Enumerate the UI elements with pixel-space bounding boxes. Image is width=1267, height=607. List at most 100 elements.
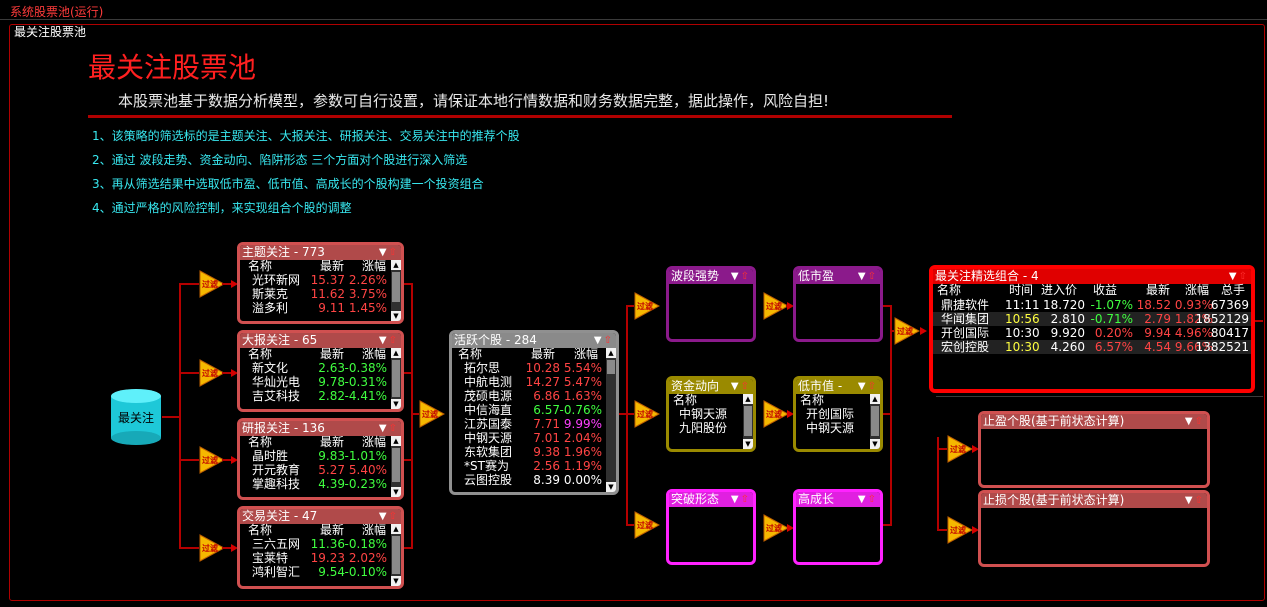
- pin-up-icon[interactable]: ⇧: [740, 381, 751, 392]
- dropdown-icon[interactable]: ▼: [730, 381, 741, 392]
- dropdown-icon[interactable]: ▼: [857, 494, 868, 505]
- filter-icon[interactable]: 过滤: [763, 292, 790, 320]
- filter-icon[interactable]: 过滤: [634, 292, 661, 320]
- filter-icon[interactable]: 过滤: [199, 270, 226, 298]
- dropdown-icon[interactable]: ▼: [1184, 416, 1195, 427]
- filter-icon[interactable]: 过滤: [763, 514, 790, 542]
- scrollbar[interactable]: ▲▼: [391, 436, 401, 497]
- panel-takeprofit[interactable]: 止盈个股(基于前状态计算)▼⇧: [978, 411, 1210, 488]
- list-item[interactable]: 中钢天源: [679, 407, 728, 421]
- pin-up-icon[interactable]: ⇧: [740, 494, 751, 505]
- panel-lowcap[interactable]: 低市值 -▼⇧ 名称 开创国际 中钢天源 ▲▼: [793, 376, 883, 452]
- pin-up-icon[interactable]: ⇧: [1238, 271, 1249, 282]
- panel-fund[interactable]: 资金动向▼⇧ 名称 中钢天源 九阳股份 ▲▼: [666, 376, 756, 452]
- pin-up-icon[interactable]: ⇧: [1194, 495, 1205, 506]
- dropdown-icon[interactable]: ▼: [857, 271, 868, 282]
- scrollbar[interactable]: ▲▼: [606, 348, 616, 492]
- panel-wave[interactable]: 波段强势▼⇧: [666, 266, 756, 342]
- scrollbar[interactable]: ▲▼: [391, 524, 401, 586]
- list-item[interactable]: 九阳股份: [679, 421, 728, 435]
- filter-icon[interactable]: 过滤: [199, 359, 226, 387]
- pin-up-icon[interactable]: ⇧: [740, 271, 751, 282]
- dropdown-icon[interactable]: ▼: [378, 423, 389, 434]
- source-database-icon[interactable]: 最关注: [110, 388, 162, 446]
- scrollbar[interactable]: ▲▼: [391, 260, 401, 321]
- pin-up-icon[interactable]: ⇧: [867, 381, 878, 392]
- scrollbar[interactable]: ▲▼: [391, 348, 401, 409]
- pin-up-icon[interactable]: ⇧: [1194, 416, 1205, 427]
- filter-icon[interactable]: 过滤: [634, 511, 661, 539]
- dropdown-icon[interactable]: ▼: [730, 271, 741, 282]
- panel-lowpe[interactable]: 低市盈▼⇧: [793, 266, 883, 342]
- pin-up-icon[interactable]: ⇧: [388, 511, 399, 522]
- wire: [179, 372, 199, 374]
- filter-icon[interactable]: 过滤: [419, 400, 446, 428]
- list-item[interactable]: 中钢天源: [806, 421, 855, 435]
- filter-icon[interactable]: 过滤: [199, 446, 226, 474]
- dropdown-icon[interactable]: ▼: [730, 494, 741, 505]
- pin-up-icon[interactable]: ⇧: [867, 494, 878, 505]
- pin-up-icon[interactable]: ⇧: [603, 335, 614, 346]
- list-item[interactable]: 开创国际: [806, 407, 855, 421]
- panel-growth[interactable]: 高成长▼⇧: [793, 489, 883, 565]
- dropdown-icon[interactable]: ▼: [378, 247, 389, 258]
- pin-up-icon[interactable]: ⇧: [388, 423, 399, 434]
- wire: [179, 547, 199, 549]
- panel-stoploss[interactable]: 止损个股(基于前状态计算)▼⇧: [978, 490, 1210, 567]
- dropdown-icon[interactable]: ▼: [378, 511, 389, 522]
- dropdown-icon[interactable]: ▼: [593, 335, 604, 346]
- scrollbar[interactable]: ▲▼: [870, 394, 880, 449]
- dropdown-icon[interactable]: ▼: [857, 381, 868, 392]
- bullet-4: 4、通过严格的风险控制，来实现组合个股的调整: [92, 201, 352, 215]
- dropdown-icon[interactable]: ▼: [378, 335, 389, 346]
- panel-title: 主题关注 - 773: [242, 245, 325, 259]
- panel-breakout[interactable]: 突破形态▼⇧: [666, 489, 756, 565]
- filter-icon[interactable]: 过滤: [894, 317, 921, 345]
- filter-icon[interactable]: 过滤: [199, 534, 226, 562]
- filter-icon[interactable]: 过滤: [634, 400, 661, 428]
- filter-icon[interactable]: 过滤: [947, 435, 974, 463]
- content-frame: [9, 24, 1265, 601]
- pin-up-icon[interactable]: ⇧: [867, 271, 878, 282]
- wire: [162, 416, 180, 418]
- dropdown-icon[interactable]: ▼: [1228, 271, 1239, 282]
- scrollbar[interactable]: ▲▼: [743, 394, 753, 449]
- dropdown-icon[interactable]: ▼: [1184, 495, 1195, 506]
- pin-up-icon[interactable]: ⇧: [388, 335, 399, 346]
- filter-icon[interactable]: 过滤: [947, 516, 974, 544]
- pin-up-icon[interactable]: ⇧: [388, 247, 399, 258]
- wire: [179, 283, 199, 285]
- filter-icon[interactable]: 过滤: [763, 400, 790, 428]
